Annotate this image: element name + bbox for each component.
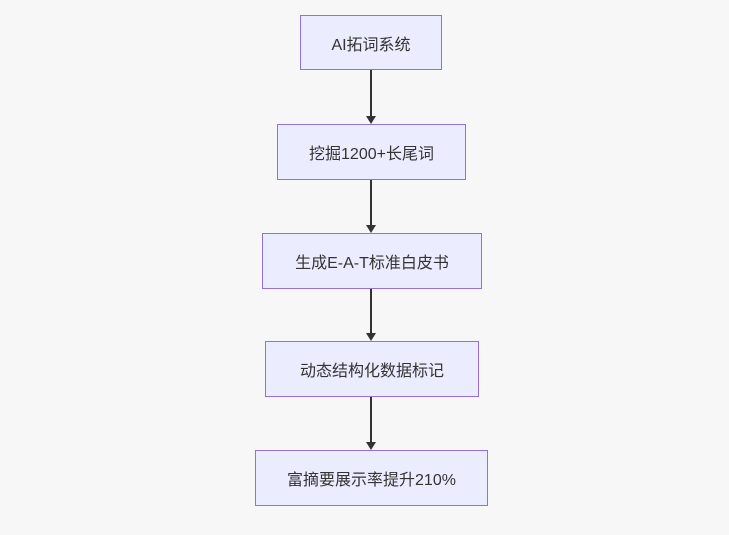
- arrow-line: [370, 289, 372, 334]
- flow-arrow-3: [364, 289, 378, 341]
- flow-node-label: 富摘要展示率提升210%: [287, 472, 456, 489]
- flow-node-mine-longtail-keywords: 挖掘1200+长尾词: [277, 124, 466, 180]
- arrow-down-icon: [366, 116, 376, 124]
- flow-node-label: 动态结构化数据标记: [299, 363, 444, 380]
- flow-node-rich-snippet-rate-increase: 富摘要展示率提升210%: [255, 450, 488, 506]
- arrow-line: [370, 70, 372, 117]
- flow-node-label: 挖掘1200+长尾词: [309, 146, 434, 163]
- flow-node-ai-word-expansion-system: AI拓词系统: [300, 15, 442, 70]
- flow-node-label: AI拓词系统: [331, 36, 411, 54]
- arrow-line: [370, 180, 372, 226]
- flow-node-generate-eat-whitepaper: 生成E-A-T标准白皮书: [262, 233, 482, 289]
- flow-arrow-1: [364, 70, 378, 124]
- arrow-down-icon: [366, 442, 376, 450]
- arrow-down-icon: [366, 225, 376, 233]
- flow-arrow-2: [364, 180, 378, 233]
- flow-arrow-4: [364, 397, 378, 450]
- flow-node-dynamic-structured-data-markup: 动态结构化数据标记: [265, 341, 479, 397]
- arrow-down-icon: [366, 333, 376, 341]
- arrow-line: [370, 397, 372, 443]
- flow-node-label: 生成E-A-T标准白皮书: [295, 255, 449, 272]
